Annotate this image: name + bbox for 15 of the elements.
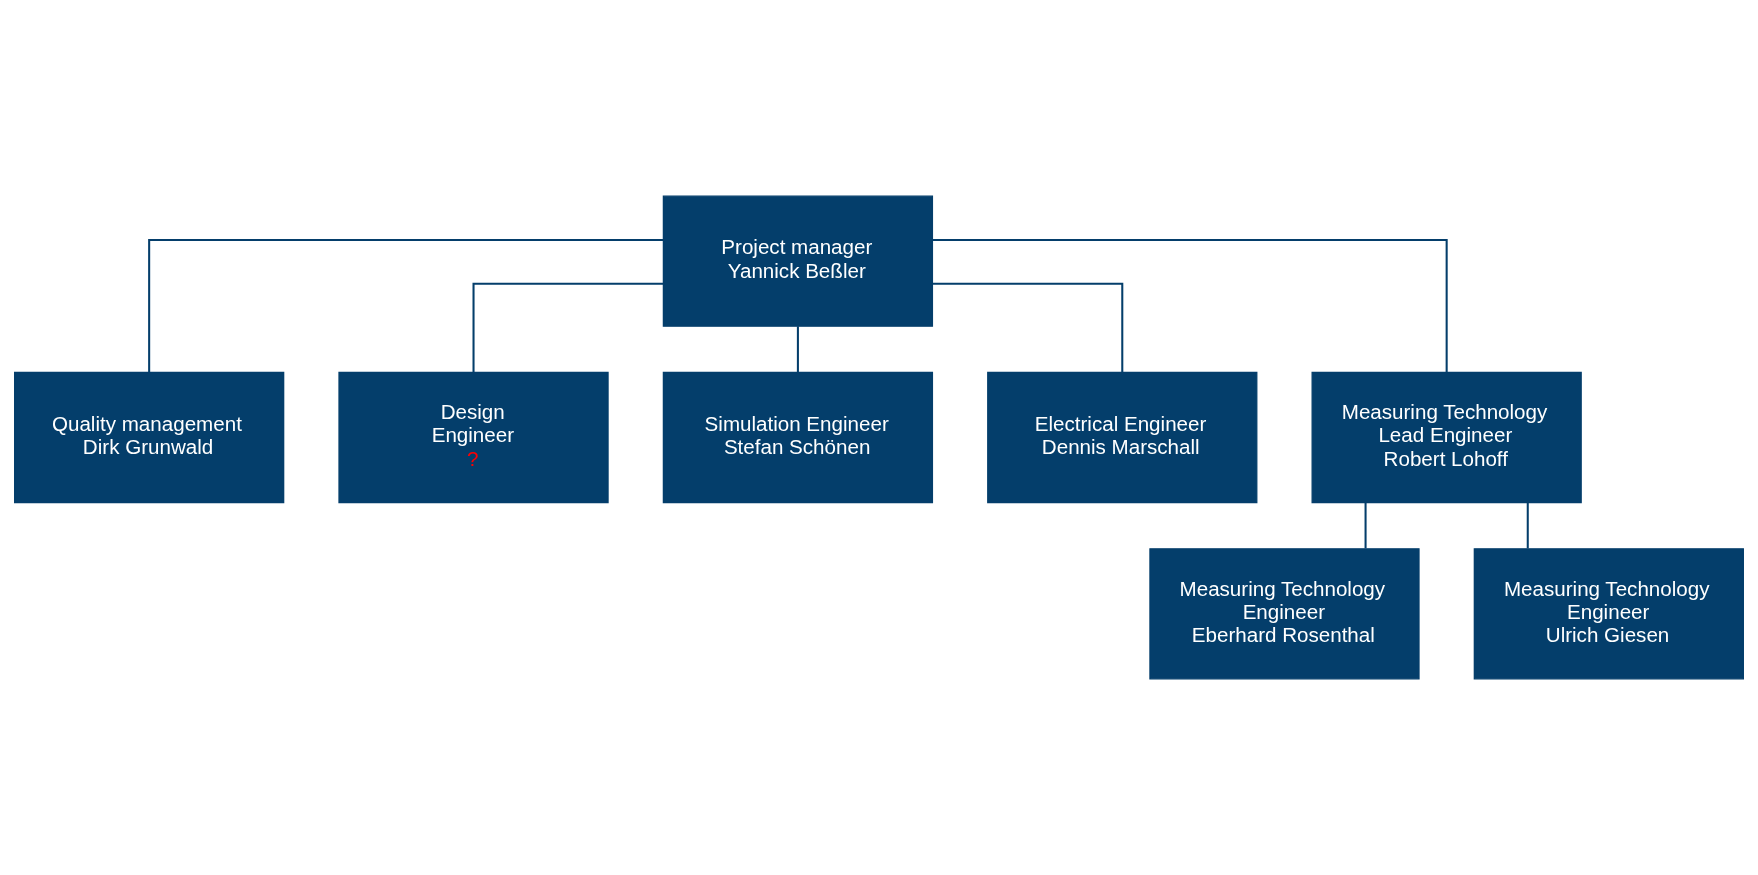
connector (932, 282, 1124, 373)
connector (1364, 502, 1367, 549)
node-box: Project manager Yannick Beßler (662, 195, 934, 327)
node-box: Measuring Technology Engineer Eberhard Rosenthal (1149, 548, 1420, 680)
node-box: Simulation Engineer Stefan Schönen (662, 371, 934, 504)
connector (932, 238, 1448, 373)
node-box: Design Engineer ? (338, 371, 609, 504)
node-box: Quality management Dirk Grunwald (14, 371, 285, 504)
node-box: Measuring Technology Lead Engineer Robert Lohoff (1311, 371, 1582, 504)
node-box: Measuring Technology Engineer Ulrich Giesen (1473, 548, 1744, 680)
connector (148, 238, 664, 373)
connector (796, 326, 799, 372)
connector (1526, 502, 1529, 549)
node-box: Electrical Engineer Dennis Marschall (987, 371, 1258, 504)
connector (472, 282, 664, 373)
